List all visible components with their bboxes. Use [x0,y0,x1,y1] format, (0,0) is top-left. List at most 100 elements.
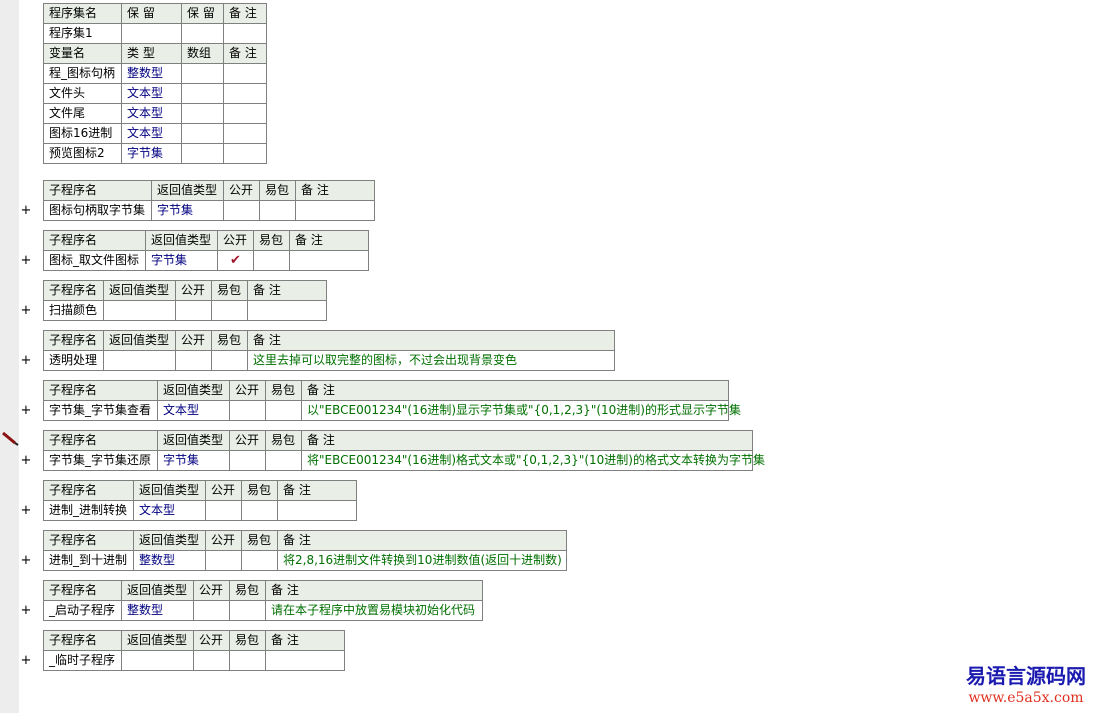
sub-row[interactable]: 进制_到十进制 整数型 将2,8,16进制文件转换到10进制数值(返回十进制数) [43,550,567,571]
var-row[interactable]: 文件头 文本型 [43,83,267,104]
expand-toggle[interactable]: + [20,603,32,618]
var-type-cell[interactable]: 文本型 [121,83,182,104]
expand-toggle[interactable]: + [20,203,32,218]
sub-comment-cell[interactable] [277,500,357,521]
assembly-name-cell[interactable]: 程序集1 [43,23,122,44]
sub-name-cell[interactable]: 进制_到十进制 [43,550,134,571]
expand-toggle[interactable]: + [20,553,32,568]
sub-package-cell[interactable] [241,500,278,521]
var-row[interactable]: 文件尾 文本型 [43,103,267,124]
sub-public-cell[interactable] [223,200,260,221]
var-comment-cell[interactable] [223,123,267,144]
expand-toggle[interactable]: + [20,453,32,468]
var-type-cell[interactable]: 字节集 [121,143,182,164]
var-row[interactable]: 图标16进制 文本型 [43,123,267,144]
var-comment-cell[interactable] [223,143,267,164]
assembly-cell[interactable] [181,23,224,44]
sub-type-cell[interactable] [103,350,176,371]
var-name-cell[interactable]: 文件尾 [43,103,122,124]
sub-type-cell[interactable]: 文本型 [133,500,206,521]
expand-toggle[interactable]: + [20,253,32,268]
sub-type-cell[interactable]: 整数型 [121,600,194,621]
var-row[interactable]: 程_图标句柄 整数型 [43,63,267,84]
expand-toggle[interactable]: + [20,303,32,318]
sub-public-cell[interactable] [175,350,212,371]
sub-name-cell[interactable]: 图标_取文件图标 [43,250,146,271]
sub-public-cell[interactable] [205,500,242,521]
sub-comment-cell[interactable]: 将"EBCE001234"(16进制)格式文本或"{0,1,2,3}"(10进制… [301,450,765,471]
sub-type-cell[interactable]: 整数型 [133,550,206,571]
sub-name-cell[interactable]: 扫描颜色 [43,300,104,321]
sub-public-cell[interactable] [229,400,266,421]
var-name-cell[interactable]: 程_图标句柄 [43,63,122,84]
var-comment-cell[interactable] [223,63,267,84]
sub-public-cell[interactable] [193,650,230,671]
expand-toggle[interactable]: + [20,503,32,518]
var-array-cell[interactable] [181,123,224,144]
sub-name-cell[interactable]: _启动子程序 [43,600,122,621]
expand-toggle[interactable]: + [20,353,32,368]
sub-row[interactable]: 进制_进制转换 文本型 [43,500,357,521]
sub-comment-cell[interactable]: 请在本子程序中放置易模块初始化代码 [265,600,483,621]
sub-package-cell[interactable] [211,350,248,371]
sub-package-cell[interactable] [241,550,278,571]
sub-public-cell[interactable] [193,600,230,621]
sub-row[interactable]: _临时子程序 [43,650,345,671]
sub-type-cell[interactable]: 文本型 [157,400,230,421]
var-comment-cell[interactable] [223,103,267,124]
sub-public-cell[interactable] [205,550,242,571]
var-type-cell[interactable]: 文本型 [121,123,182,144]
sub-row[interactable]: 图标句柄取字节集 字节集 [43,200,375,221]
sub-package-cell[interactable] [229,650,266,671]
sub-name-cell[interactable]: 进制_进制转换 [43,500,134,521]
sub-type-cell[interactable]: 字节集 [145,250,218,271]
sub-comment-cell[interactable] [265,650,345,671]
var-comment-cell[interactable] [223,83,267,104]
var-name-cell[interactable]: 预览图标2 [43,143,122,164]
sub-comment-cell[interactable]: 以"EBCE001234"(16进制)显示字节集或"{0,1,2,3}"(10进… [301,400,741,421]
assembly-row[interactable]: 程序集1 [43,23,267,44]
var-row[interactable]: 预览图标2 字节集 [43,143,267,164]
sub-comment-cell[interactable] [295,200,375,221]
sub-row[interactable]: 扫描颜色 [43,300,327,321]
var-type-cell[interactable]: 文本型 [121,103,182,124]
sub-comment-cell[interactable]: 将2,8,16进制文件转换到10进制数值(返回十进制数) [277,550,567,571]
sub-package-cell[interactable] [265,450,302,471]
var-array-cell[interactable] [181,83,224,104]
sub-row[interactable]: 字节集_字节集还原 字节集 将"EBCE001234"(16进制)格式文本或"{… [43,450,765,471]
sub-public-cell[interactable] [229,450,266,471]
sub-package-cell[interactable] [253,250,290,271]
sub-public-cell[interactable]: ✔ [217,250,254,271]
sub-comment-cell[interactable] [289,250,369,271]
sub-type-cell[interactable] [103,300,176,321]
sub-package-cell[interactable] [211,300,248,321]
var-array-cell[interactable] [181,63,224,84]
assembly-cell[interactable] [121,23,182,44]
sub-row[interactable]: 字节集_字节集查看 文本型 以"EBCE001234"(16进制)显示字节集或"… [43,400,741,421]
sub-row[interactable]: _启动子程序 整数型 请在本子程序中放置易模块初始化代码 [43,600,483,621]
sub-name-cell[interactable]: 图标句柄取字节集 [43,200,152,221]
sub-name-cell[interactable]: _临时子程序 [43,650,122,671]
sub-package-cell[interactable] [265,400,302,421]
sub-name-cell[interactable]: 字节集_字节集还原 [43,450,158,471]
sub-name-cell[interactable]: 透明处理 [43,350,104,371]
sub-public-cell[interactable] [175,300,212,321]
expand-toggle[interactable]: + [20,653,32,668]
sub-type-cell[interactable] [121,650,194,671]
sub-type-cell[interactable]: 字节集 [151,200,224,221]
var-name-cell[interactable]: 文件头 [43,83,122,104]
sub-package-cell[interactable] [229,600,266,621]
var-type-cell[interactable]: 整数型 [121,63,182,84]
sub-name-cell[interactable]: 字节集_字节集查看 [43,400,158,421]
var-array-cell[interactable] [181,143,224,164]
sub-type-cell[interactable]: 字节集 [157,450,230,471]
assembly-cell[interactable] [223,23,267,44]
sub-comment-cell[interactable]: 这里去掉可以取完整的图标，不过会出现背景变色 [247,350,615,371]
expand-toggle[interactable]: + [20,403,32,418]
sub-row[interactable]: 图标_取文件图标 字节集 ✔ [43,250,369,271]
sub-comment-cell[interactable] [247,300,327,321]
var-array-cell[interactable] [181,103,224,124]
sub-package-cell[interactable] [259,200,296,221]
var-name-cell[interactable]: 图标16进制 [43,123,122,144]
sub-row[interactable]: 透明处理 这里去掉可以取完整的图标，不过会出现背景变色 [43,350,615,371]
